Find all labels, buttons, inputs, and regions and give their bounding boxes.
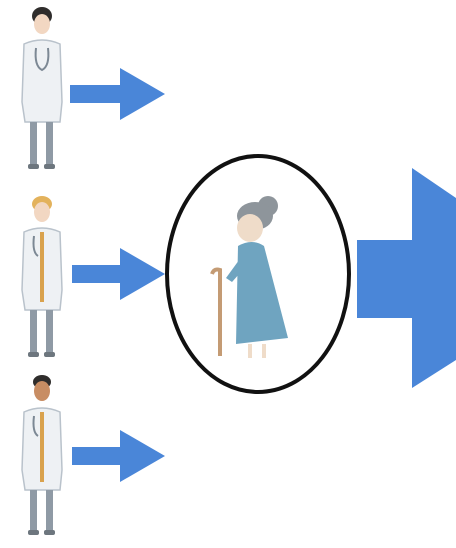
doctor-coat — [22, 40, 62, 122]
doctor-figure-3 — [22, 375, 62, 535]
arrow-right-icon — [70, 68, 165, 120]
patient-leg-right — [262, 344, 266, 358]
patient-dress — [236, 242, 288, 344]
large-arrow-right-icon — [357, 168, 456, 388]
doctor-leg-right — [46, 310, 53, 352]
doctor-shoe-right — [44, 530, 55, 535]
doctor-figure-2 — [22, 196, 62, 357]
doctor-shoe-right — [44, 352, 55, 357]
doctor-leg-left — [30, 310, 37, 352]
doctor-leg-left — [30, 122, 37, 164]
arrow-right-icon — [72, 248, 165, 300]
walking-cane-icon — [212, 270, 220, 357]
doctor-face — [34, 202, 50, 222]
elderly-patient-figure — [212, 196, 288, 358]
doctor-leg-right — [46, 122, 53, 164]
doctor-face — [34, 381, 50, 401]
patient-face — [237, 214, 263, 242]
patient-leg-left — [248, 344, 252, 358]
doctor-shoe-right — [44, 164, 55, 169]
arrow-right-icon — [72, 430, 165, 482]
doctor-tie — [40, 412, 44, 482]
doctor-shoe-left — [28, 352, 39, 357]
doctor-figure-1 — [22, 7, 62, 169]
doctor-shoe-left — [28, 530, 39, 535]
doctor-tie — [40, 232, 44, 302]
doctor-face — [34, 14, 50, 34]
doctor-leg-right — [46, 490, 53, 530]
doctor-shoe-left — [28, 164, 39, 169]
doctor-leg-left — [30, 490, 37, 530]
